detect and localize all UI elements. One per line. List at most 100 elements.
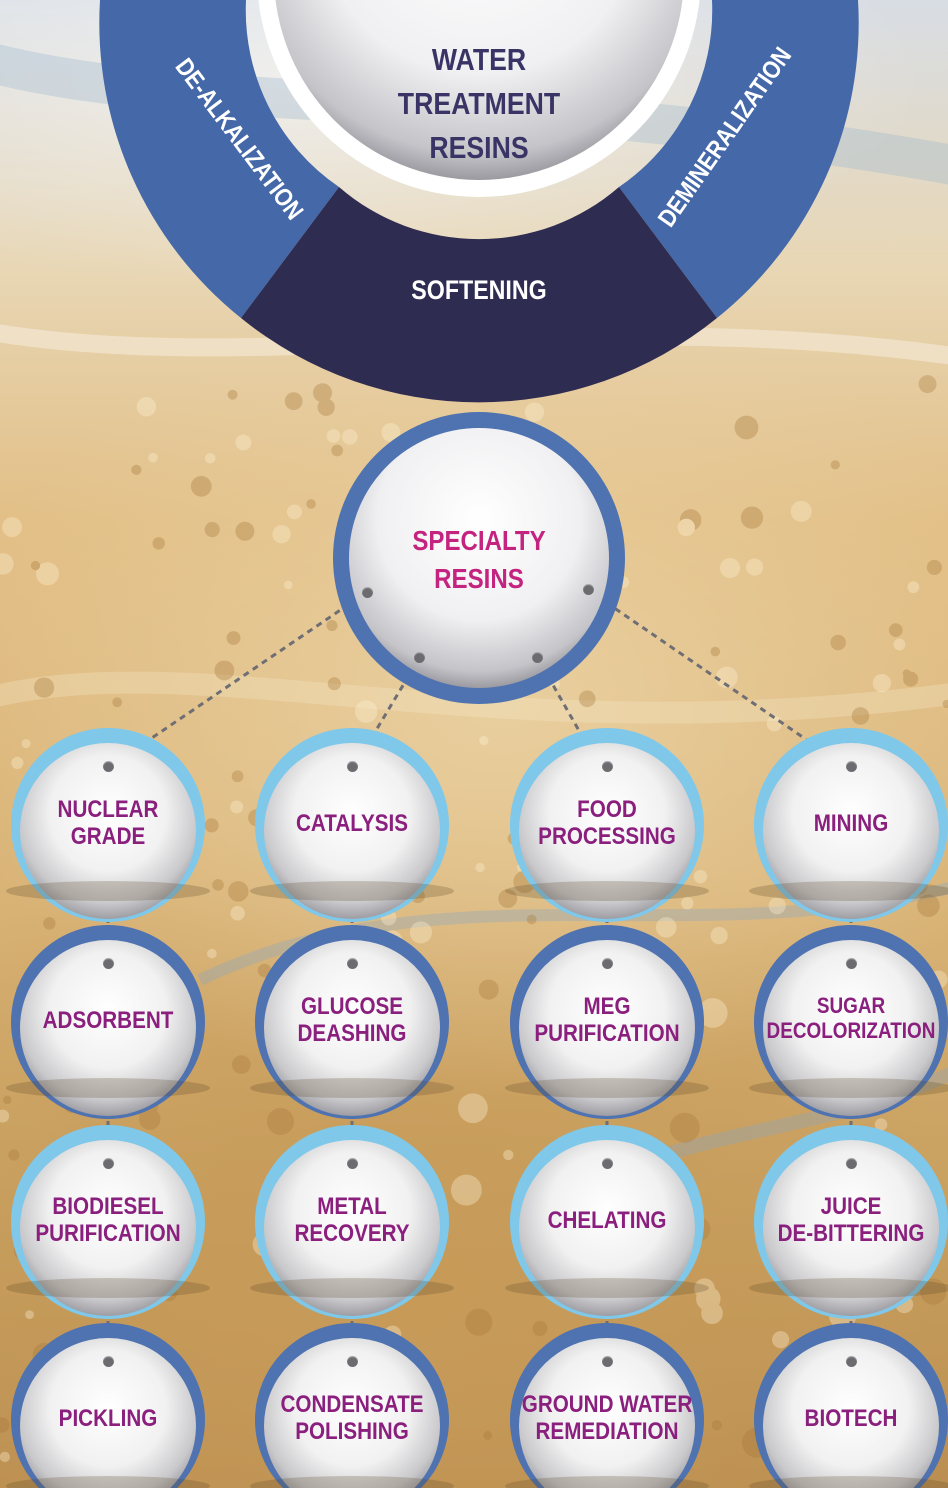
bead xyxy=(283,580,293,590)
sphere-shadow xyxy=(6,1476,210,1488)
sphere-body xyxy=(763,940,939,1116)
bead xyxy=(532,1321,548,1337)
category-label: JUICE DE-BITTERING xyxy=(777,1193,925,1247)
bead xyxy=(287,504,302,520)
bead xyxy=(710,646,721,657)
label-softening: SOFTENING xyxy=(411,276,546,306)
bead xyxy=(874,1118,888,1131)
bead xyxy=(8,1149,20,1161)
sphere-dot xyxy=(846,1158,857,1169)
specialty-hub xyxy=(333,412,625,704)
sphere-body xyxy=(519,940,695,1116)
sphere-body xyxy=(264,940,440,1116)
bead xyxy=(768,897,786,915)
sphere-shadow xyxy=(6,1078,210,1098)
category-spheres xyxy=(6,728,948,1488)
bead xyxy=(483,1431,493,1440)
specialty-dot-4 xyxy=(583,584,594,595)
bead xyxy=(498,889,518,908)
specialty-title: SPECIALTY RESINS xyxy=(412,525,546,594)
sphere-shadow xyxy=(505,1278,709,1298)
bead xyxy=(231,1055,251,1074)
sphere-dot xyxy=(103,761,114,772)
bead xyxy=(33,677,55,698)
bead xyxy=(231,770,244,783)
category-label: ADSORBENT xyxy=(42,1007,174,1034)
bead xyxy=(772,1331,790,1349)
bead xyxy=(112,697,123,708)
bead xyxy=(458,1093,488,1124)
bead xyxy=(326,429,341,443)
bead xyxy=(342,429,358,445)
segment-softening xyxy=(241,187,717,403)
bead xyxy=(907,581,920,594)
bead xyxy=(2,517,23,538)
sphere-shadow xyxy=(749,1078,948,1098)
sphere-dot xyxy=(846,1356,857,1367)
category-label: SUGAR DECOLORIZATION xyxy=(766,993,936,1043)
sphere-shadow xyxy=(749,1476,948,1488)
bead xyxy=(148,452,158,463)
bead xyxy=(306,499,316,509)
bead xyxy=(235,434,252,451)
bead xyxy=(526,914,537,925)
sphere-body xyxy=(519,743,695,919)
bead xyxy=(381,422,401,442)
bead xyxy=(920,1278,947,1305)
category-label: CATALYSIS xyxy=(295,810,409,837)
bead xyxy=(524,402,545,422)
bead xyxy=(711,1420,722,1431)
sphere-body xyxy=(20,1338,196,1488)
bead xyxy=(228,881,249,902)
category-label: PICKLING xyxy=(58,1405,158,1432)
bead xyxy=(25,1310,34,1320)
bead xyxy=(715,666,738,689)
bead xyxy=(578,690,596,708)
bead xyxy=(131,464,142,476)
bead xyxy=(734,415,759,440)
bead xyxy=(139,1108,161,1130)
bead xyxy=(136,397,157,417)
bead xyxy=(214,660,235,681)
specialty-dot-1 xyxy=(362,587,373,598)
sphere-body xyxy=(763,1140,939,1316)
connector-nuclear xyxy=(111,590,368,767)
bead xyxy=(272,525,291,544)
category-label: MEG PURIFICATION xyxy=(534,993,680,1047)
bead xyxy=(888,623,903,637)
category-label: METAL RECOVERY xyxy=(294,1193,410,1247)
water-treatment-title: WATER TREATMENT RESINS xyxy=(397,42,561,165)
sphere-dot xyxy=(602,958,613,969)
bead xyxy=(230,800,244,814)
bead xyxy=(3,1095,12,1105)
bead xyxy=(450,1174,482,1206)
bead xyxy=(893,638,906,651)
category-label: MINING xyxy=(813,810,889,837)
bead xyxy=(918,375,937,394)
sphere-dot xyxy=(347,761,358,772)
bead xyxy=(0,1451,11,1463)
bead xyxy=(21,739,31,749)
bead xyxy=(0,553,14,575)
sphere-shadow xyxy=(749,881,948,901)
sphere-shadow xyxy=(250,1278,454,1298)
connector-mining xyxy=(587,588,843,766)
bead xyxy=(465,1308,493,1336)
bead xyxy=(207,948,217,959)
bead xyxy=(317,398,335,416)
bead xyxy=(766,715,783,732)
bead xyxy=(679,509,702,531)
bead xyxy=(917,894,940,917)
sphere-dot xyxy=(602,761,613,772)
category-label: FOOD PROCESSING xyxy=(538,796,676,850)
bead xyxy=(35,562,59,586)
bead xyxy=(152,537,165,550)
sphere-shadow xyxy=(505,1078,709,1098)
bead xyxy=(655,917,677,938)
bead xyxy=(926,559,942,575)
bead xyxy=(230,906,245,921)
segment-demineralization xyxy=(619,0,859,318)
bead xyxy=(331,444,344,457)
bead xyxy=(851,707,870,725)
